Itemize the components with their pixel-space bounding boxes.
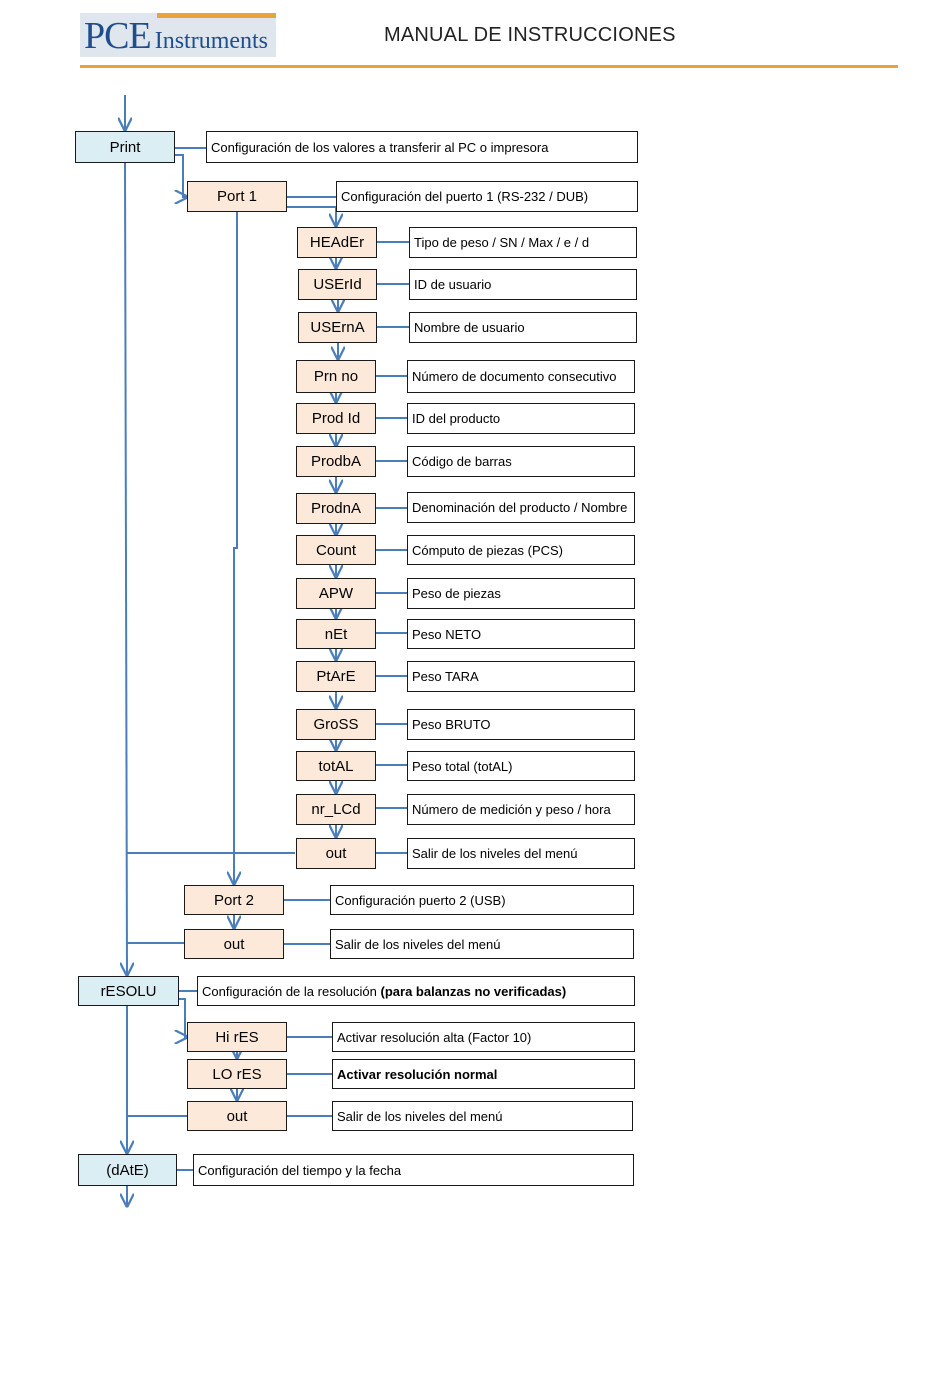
logo-sub-text: Instruments bbox=[154, 28, 269, 54]
menu-resolu-desc-text: Configuración de la resolución bbox=[202, 983, 377, 999]
item-hi-res: Hi rES bbox=[187, 1022, 287, 1052]
item-header-desc: Tipo de peso / SN / Max / e / d bbox=[409, 227, 637, 258]
menu-port2: Port 2 bbox=[184, 885, 284, 915]
item-resolu-out: out bbox=[187, 1101, 287, 1131]
item-lo-res: LO rES bbox=[187, 1059, 287, 1089]
menu-print-desc: Configuración de los valores a transferi… bbox=[206, 131, 638, 163]
menu-resolu: rESOLU bbox=[78, 976, 179, 1006]
page-title: MANUAL DE INSTRUCCIONES bbox=[384, 24, 676, 46]
menu-port2-desc: Configuración puerto 2 (USB) bbox=[330, 885, 634, 915]
item-prodna: ProdnA bbox=[296, 493, 376, 524]
item-net-desc: Peso NETO bbox=[407, 619, 635, 649]
logo-background bbox=[80, 13, 276, 57]
item-username: USErnA bbox=[298, 312, 377, 343]
item-out-desc: Salir de los niveles del menú bbox=[407, 838, 635, 869]
item-userid: USErId bbox=[298, 269, 377, 300]
item-prodba-desc: Código de barras bbox=[407, 446, 635, 477]
item-userid-desc: ID de usuario bbox=[409, 269, 637, 300]
item-total: totAL bbox=[296, 751, 376, 781]
item-ptare-desc: Peso TARA bbox=[407, 661, 635, 692]
item-total-desc: Peso total (totAL) bbox=[407, 751, 635, 781]
logo-accent-bar bbox=[157, 13, 276, 18]
item-prodba: ProdbA bbox=[296, 446, 376, 477]
menu-print-out-desc: Salir de los niveles del menú bbox=[330, 929, 634, 959]
menu-date-desc: Configuración del tiempo y la fecha bbox=[193, 1154, 634, 1186]
menu-resolu-desc: Configuración de la resolución (para bal… bbox=[197, 976, 635, 1006]
item-apw-desc: Peso de piezas bbox=[407, 578, 635, 609]
menu-date: (dAtE) bbox=[78, 1154, 177, 1186]
item-apw: APW bbox=[296, 578, 376, 609]
item-prod-id-desc: ID del producto bbox=[407, 403, 635, 434]
item-gross-desc: Peso BRUTO bbox=[407, 709, 635, 740]
item-hi-res-desc: Activar resolución alta (Factor 10) bbox=[332, 1022, 635, 1052]
item-lo-res-desc: Activar resolución normal bbox=[332, 1059, 635, 1089]
item-nr-lcd: nr_LCd bbox=[296, 794, 376, 825]
header-rule bbox=[80, 65, 898, 68]
item-out: out bbox=[296, 838, 376, 869]
item-count: Count bbox=[296, 535, 376, 565]
item-prodna-desc: Denominación del producto / Nombre bbox=[407, 492, 635, 523]
menu-print-out: out bbox=[184, 929, 284, 959]
item-prn-no: Prn no bbox=[296, 360, 376, 393]
item-prod-id: Prod Id bbox=[296, 403, 376, 434]
item-header: HEAdEr bbox=[297, 227, 377, 258]
item-ptare: PtArE bbox=[296, 661, 376, 692]
menu-resolu-desc-bold: (para balanzas no verificadas) bbox=[380, 983, 567, 999]
item-gross: GroSS bbox=[296, 709, 376, 740]
item-prn-no-desc: Número de documento consecutivo bbox=[407, 360, 635, 393]
logo-main-text: PCE bbox=[84, 15, 152, 57]
item-net: nEt bbox=[296, 619, 376, 649]
menu-port1: Port 1 bbox=[187, 181, 287, 212]
menu-port1-desc: Configuración del puerto 1 (RS-232 / DUB… bbox=[336, 181, 638, 212]
item-username-desc: Nombre de usuario bbox=[409, 312, 637, 343]
item-nr-lcd-desc: Número de medición y peso / hora bbox=[407, 794, 635, 825]
item-count-desc: Cómputo de piezas (PCS) bbox=[407, 535, 635, 565]
menu-print: Print bbox=[75, 131, 175, 163]
item-resolu-out-desc: Salir de los niveles del menú bbox=[332, 1101, 633, 1131]
